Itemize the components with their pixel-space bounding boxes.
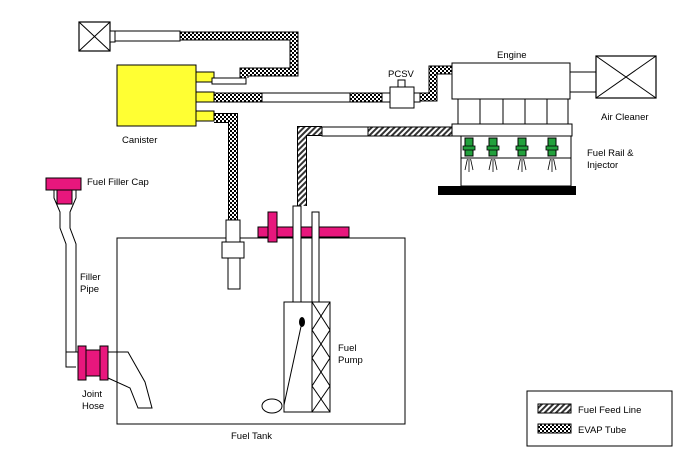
pcsv-label: PCSV — [388, 69, 415, 80]
joint-hose — [77, 345, 153, 409]
fuel-tank-label: Fuel Tank — [231, 431, 272, 442]
legend-swatch-feed — [537, 403, 572, 414]
air-cleaner-label: Air Cleaner — [601, 112, 649, 123]
pump-flange — [257, 211, 350, 243]
engine — [451, 62, 597, 137]
fuel-pump — [261, 205, 331, 414]
vent-valve — [78, 21, 181, 52]
air-cleaner — [595, 55, 657, 99]
engine-base-block — [438, 186, 576, 195]
filler-pipe-label-2: Pipe — [80, 284, 99, 295]
injector-2 — [486, 137, 500, 172]
fuel-pump-label-2: Pump — [338, 355, 363, 366]
filler-pipe — [53, 190, 80, 368]
fuel-filler-cap — [45, 177, 82, 205]
joint-hose-label-1: Joint — [82, 389, 102, 400]
engine-label: Engine — [497, 50, 527, 61]
injector-housing — [460, 157, 572, 187]
evap-tubes — [180, 31, 454, 220]
legend-label-evap: EVAP Tube — [578, 425, 626, 436]
injector-3 — [515, 137, 529, 172]
injector-1 — [462, 137, 476, 172]
filler-pipe-label-1: Filler — [80, 272, 101, 283]
pcsv-valve — [381, 79, 421, 109]
purge-pipe — [261, 92, 351, 103]
joint-hose-label-2: Hose — [82, 401, 104, 412]
canister-label: Canister — [122, 135, 157, 146]
legend: Fuel Feed Line EVAP Tube — [526, 390, 673, 447]
fuel-tank — [116, 237, 406, 425]
fuel-rail-label-1: Fuel Rail & — [587, 148, 634, 159]
legend-box — [526, 390, 673, 447]
fuel-feed-lines — [297, 126, 453, 206]
fuel-rail-label-2: Injector — [587, 160, 618, 171]
evap-tank-fitting — [221, 219, 245, 290]
injector-4 — [545, 137, 559, 172]
injector-bodies — [462, 137, 559, 172]
feed-pipe — [321, 126, 369, 137]
legend-swatch-evap — [537, 423, 572, 434]
fuel-filler-cap-label: Fuel Filler Cap — [87, 177, 149, 188]
legend-label-feed: Fuel Feed Line — [578, 405, 641, 416]
fuel-pump-label-1: Fuel — [338, 343, 356, 354]
canister — [116, 64, 247, 127]
